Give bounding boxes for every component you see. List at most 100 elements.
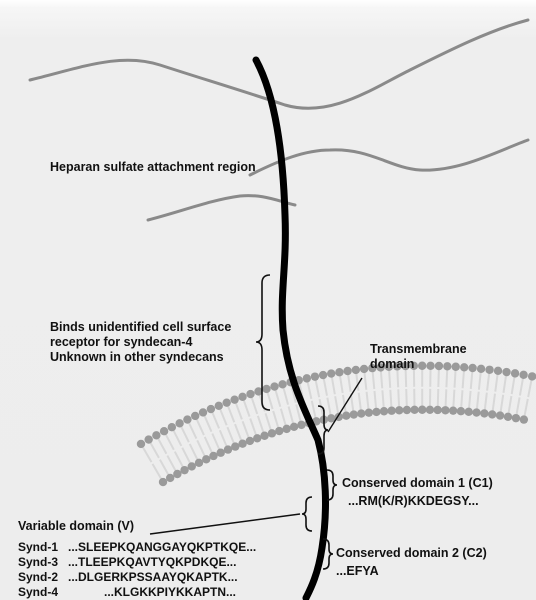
lipid-head: [387, 407, 395, 415]
lipid-head: [452, 363, 460, 371]
lipid-head: [137, 440, 145, 448]
lipid-head: [494, 367, 502, 375]
lipid-head: [166, 474, 174, 482]
lipid-head: [238, 393, 246, 401]
lipid-head: [410, 406, 418, 414]
lipid-head: [488, 410, 496, 418]
sequence-name: Synd-3: [18, 555, 68, 569]
lipid-head: [327, 369, 335, 377]
lipid-head: [207, 405, 215, 413]
lipid-head: [311, 372, 319, 380]
variable-domain-label: Variable domain (V): [18, 519, 134, 533]
lipid-head: [209, 452, 217, 460]
lipid-head: [528, 372, 536, 380]
sequence-row: Synd-3...TLEEPKQAVTYQKPDKQE...: [18, 555, 236, 569]
heparan-region-label: Heparan sulfate attachment region: [50, 160, 256, 174]
lipid-head: [360, 365, 368, 373]
heparan-chain-1: [30, 20, 528, 108]
lipid-head: [365, 408, 373, 416]
lipid-head: [426, 406, 434, 414]
lipid-head: [282, 425, 290, 433]
sequence-text: ...DLGERKPSSAAYQKAPTK...: [68, 570, 238, 584]
lipid-head: [519, 371, 527, 379]
c2-sequence: ...EFYA: [336, 564, 379, 578]
lipid-head: [270, 382, 278, 390]
sequence-name: Synd-2: [18, 570, 68, 584]
sequence-name: Synd-4: [18, 585, 68, 599]
lipid-head: [152, 431, 160, 439]
lipid-head: [426, 362, 434, 370]
lipid-head: [477, 365, 485, 373]
lipid-head: [159, 478, 167, 486]
lipid-head: [350, 410, 358, 418]
lipid-head: [253, 434, 261, 442]
lipid-head: [144, 435, 152, 443]
sequence-row: Synd-4...KLGKKPIYKKAPTN...: [18, 585, 236, 599]
sequence-row: Synd-1...SLEEPKQANGGAYQKPTKQE...: [18, 540, 256, 554]
lipid-head: [480, 409, 488, 417]
lipid-head: [195, 459, 203, 467]
lipid-head: [268, 429, 276, 437]
lipid-head: [418, 406, 426, 414]
lipid-head: [520, 415, 528, 423]
lipid-head: [472, 408, 480, 416]
lipid-bilayer: [137, 362, 536, 487]
sequence-text: ...KLGKKPIYKKAPTN...: [68, 585, 236, 599]
lipid-head: [443, 362, 451, 370]
lipid-head: [303, 374, 311, 382]
lipid-head: [173, 470, 181, 478]
lipid-head: [457, 407, 465, 415]
lipid-head: [231, 442, 239, 450]
lipid-head: [372, 408, 380, 416]
lipid-head: [188, 462, 196, 470]
lipid-head: [441, 406, 449, 414]
lipid-head: [435, 362, 443, 370]
lipid-head: [502, 368, 510, 376]
c1-title: Conserved domain 1 (C1): [342, 476, 493, 490]
lipid-head: [418, 362, 426, 370]
sequence-text: ...SLEEPKQANGGAYQKPTKQE...: [68, 540, 256, 554]
heparan-chain-3: [148, 196, 295, 220]
lipid-head: [202, 455, 210, 463]
lipid-head: [275, 427, 283, 435]
lipid-head: [512, 414, 520, 422]
lipid-head: [238, 440, 246, 448]
core-protein: [256, 60, 325, 598]
lipid-head: [433, 406, 441, 414]
sequence-name: Synd-1: [18, 540, 68, 554]
lipid-head: [403, 406, 411, 414]
variable-pointer: [150, 514, 300, 534]
lipid-head: [352, 366, 360, 374]
lipid-head: [380, 407, 388, 415]
lipid-head: [175, 419, 183, 427]
lipid-head: [262, 385, 270, 393]
sequence-text: ...TLEEPKQAVTYQKPDKQE...: [68, 555, 236, 569]
lipid-head: [460, 363, 468, 371]
lipid-head: [246, 437, 254, 445]
binds-label-line1: Binds unidentified cell surface: [50, 320, 231, 334]
lipid-head: [222, 398, 230, 406]
transmembrane-label-line1: Transmembrane: [370, 342, 467, 356]
lipid-head: [504, 413, 512, 421]
lipid-head: [183, 415, 191, 423]
lipid-head: [215, 402, 223, 410]
lipid-head: [180, 466, 188, 474]
lipid-head: [168, 423, 176, 431]
lipid-head: [511, 369, 519, 377]
lipid-head: [199, 408, 207, 416]
lipid-head: [260, 432, 268, 440]
lipid-head: [217, 449, 225, 457]
lipid-head: [343, 367, 351, 375]
lipid-head: [278, 380, 286, 388]
lipid-head: [342, 411, 350, 419]
transmembrane-label-line2: domain: [370, 357, 414, 371]
lipid-head: [485, 366, 493, 374]
c1-sequence: ...RM(K/R)KKDEGSY...: [348, 494, 479, 508]
lipid-head: [335, 368, 343, 376]
lipid-head: [357, 409, 365, 417]
lipid-head: [449, 406, 457, 414]
lipid-head: [496, 411, 504, 419]
binds-label-line3: Unknown in other syndecans: [50, 350, 224, 364]
